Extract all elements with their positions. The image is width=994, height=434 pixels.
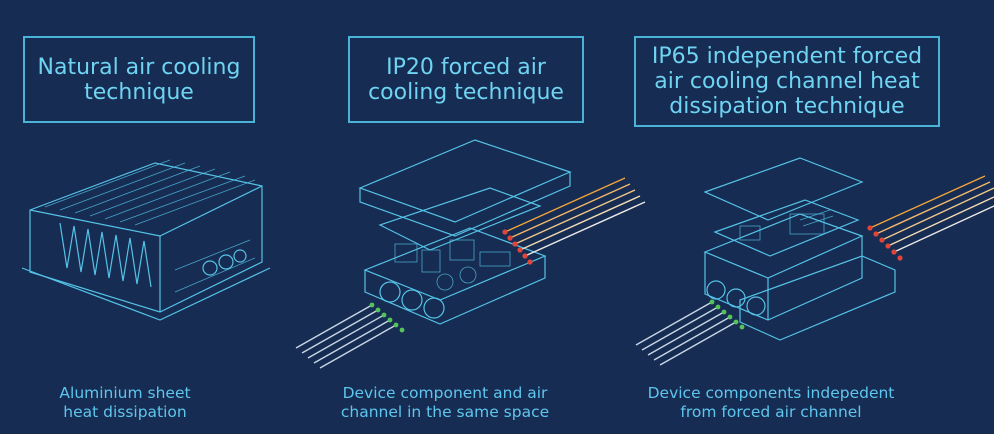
hot-air-exhaust-lines	[867, 175, 994, 261]
panel-3-caption: Device components indepedent from forced…	[647, 384, 895, 421]
hot-air-exhaust-lines	[502, 177, 646, 265]
cool-air-intake-lines	[295, 302, 405, 369]
panel-1-title-box: Natural air cooling technique	[23, 36, 255, 123]
ip20-device-icon	[358, 139, 572, 325]
aluminium-enclosure-icon	[21, 159, 271, 321]
panel-2-title: IP20 forced air cooling technique	[368, 54, 564, 105]
cool-air-intake-lines	[635, 299, 745, 366]
panel-3-title-box: IP65 independent forced air cooling chan…	[634, 36, 940, 127]
panel-1-caption: Aluminium sheet heat dissipation	[59, 384, 191, 421]
panel-3-title: IP65 independent forced air cooling chan…	[651, 44, 923, 119]
panel-1-title: Natural air cooling technique	[37, 54, 241, 105]
panel-2-caption: Device component and air channel in the …	[340, 384, 550, 421]
ip65-device-icon	[703, 157, 896, 341]
panel-2-title-box: IP20 forced air cooling technique	[348, 36, 584, 123]
